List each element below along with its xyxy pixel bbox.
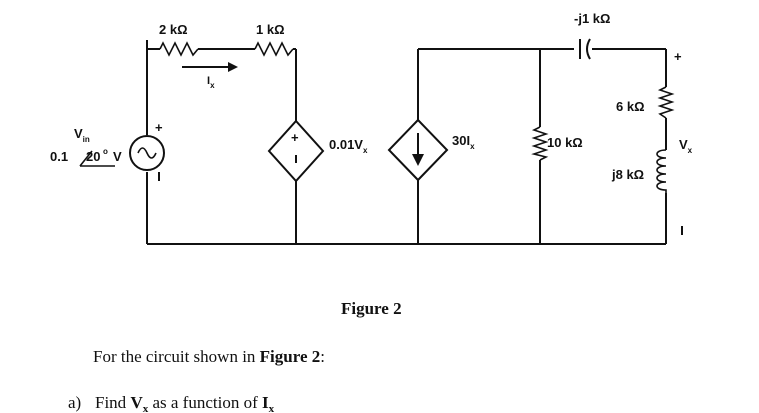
label-dep-current: 30Ix	[452, 133, 475, 151]
resistor-10k	[531, 126, 549, 161]
circuit-wires	[146, 40, 667, 245]
label-cap: -j1 kΩ	[574, 11, 610, 26]
label-vin: Vin	[74, 126, 90, 144]
inductor	[656, 149, 667, 193]
capacitor	[579, 38, 591, 60]
svg-text:20: 20	[86, 149, 100, 164]
vx-plus: +	[674, 49, 682, 64]
ac-voltage-source	[129, 135, 165, 171]
figure-caption: Figure 2	[341, 299, 402, 318]
question-intro: For the circuit shown in Figure 2:	[93, 347, 325, 366]
resistor-2k	[159, 41, 199, 57]
label-10k: 10 kΩ	[547, 135, 583, 150]
label-6k: 6 kΩ	[616, 99, 645, 114]
label-ix: Ix	[207, 75, 215, 90]
label-vx: Vx	[679, 137, 693, 155]
question-part-a: a) Find Vx as a function of Ix	[68, 393, 275, 413]
label-inductor: j8 kΩ	[611, 167, 644, 182]
svg-text:o: o	[103, 147, 108, 156]
source-plus: +	[155, 120, 163, 135]
dependent-current-source	[387, 118, 449, 182]
svg-text:V: V	[113, 149, 122, 164]
dependent-voltage-source	[267, 119, 325, 183]
current-arrow	[182, 62, 238, 72]
resistor-6k	[657, 86, 675, 119]
resistor-1k	[254, 41, 294, 57]
label-dep-voltage: 0.01Vx	[329, 137, 368, 155]
dep-voltage-plus: +	[291, 130, 299, 145]
svg-text:0.1: 0.1	[50, 149, 68, 164]
label-source-value: 0.1 20 o V	[50, 147, 122, 167]
label-2k: 2 kΩ	[159, 22, 188, 37]
label-1k: 1 kΩ	[256, 22, 285, 37]
